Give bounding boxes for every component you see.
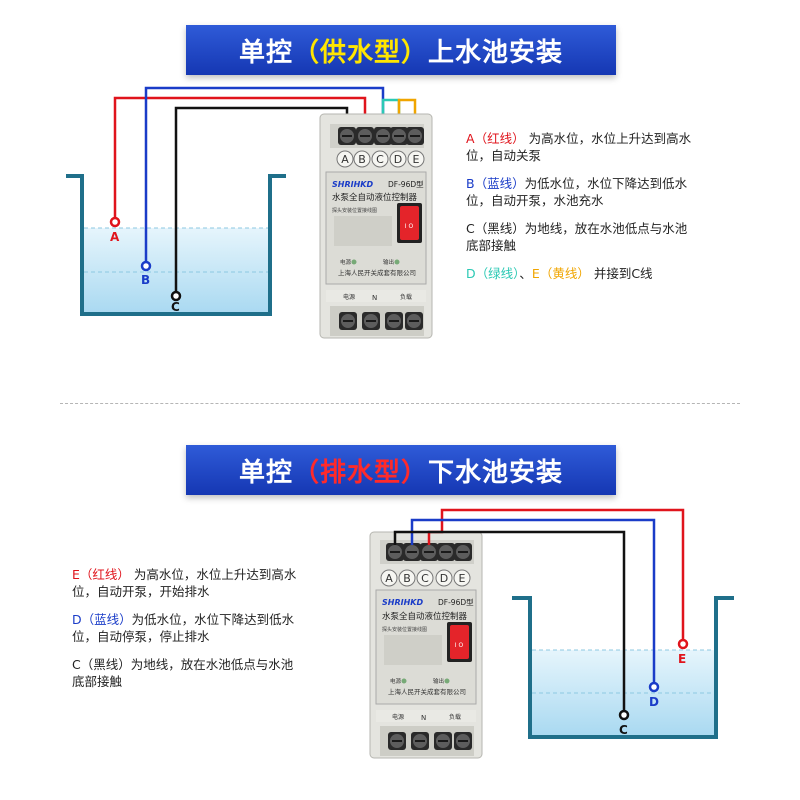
bottom-maker: 上海人民开关成套有限公司 (388, 687, 466, 696)
top-bottom-power: 电源 (343, 293, 355, 301)
top-terminal-d: D (394, 153, 402, 166)
bottom-device-sub: 探头安装位置接线图 (382, 626, 427, 633)
bottom-title-banner: 单控（排水型）下水池安装 (186, 445, 616, 495)
top-notes: A（红线） 为高水位，水位上升达到高水位，自动关泵 B（蓝线）为低水位，水位下降… (466, 130, 756, 293)
top-probe-b (140, 260, 152, 272)
bottom-probe-label-e: E (678, 652, 686, 666)
top-terminal-b: B (358, 153, 366, 166)
bottom-bottom-n: N (421, 714, 426, 722)
top-terminal-e: E (413, 153, 420, 166)
top-power-switch (400, 206, 419, 240)
top-title-highlight: （供水型） (292, 37, 428, 68)
bottom-controller-device: A B C D E SHRIHKD DF-96D型 水泵全自动液位控制器 探头安… (369, 531, 483, 759)
bottom-note-c: C（黑线）为地线，放在水池低点与水池底部接触 (72, 657, 294, 689)
top-tank-wall (66, 174, 286, 316)
bottom-probe-d (648, 681, 660, 693)
top-probe-label-c: C (171, 300, 180, 314)
top-led-power: 电源 (340, 258, 352, 266)
bottom-note-d: D（蓝线）为低水位，水位下降达到低水位，自动停泵，停止排水 (72, 612, 295, 644)
bottom-terminal-a: A (385, 572, 393, 585)
top-brand: SHRIHKD (332, 180, 373, 189)
bottom-probe-label-c: C (619, 723, 628, 737)
section-divider (60, 403, 740, 404)
bottom-terminal-d: D (440, 572, 448, 585)
bottom-tank-wall (512, 596, 734, 739)
bottom-wires: E D C (393, 508, 689, 737)
bottom-bottom-load: 负载 (449, 713, 461, 721)
top-title-banner: 单控（供水型）上水池安装 (186, 25, 616, 75)
top-title-post: 上水池安装 (428, 37, 564, 68)
bottom-title-highlight: （排水型） (292, 457, 428, 488)
bottom-led-power: 电源 (390, 677, 402, 685)
bottom-note-e: E（红线） 为高水位，水位上升达到高水位，自动开泵，开始排水 (72, 567, 297, 599)
top-maker: 上海人民开关成套有限公司 (338, 268, 416, 277)
bottom-terminal-b: B (403, 572, 411, 585)
bottom-title-pre: 单控 (238, 457, 293, 488)
top-device-name: 水泵全自动液位控制器 (332, 192, 418, 203)
bottom-brand: SHRIHKD (382, 598, 423, 607)
top-wire-a-red (113, 96, 367, 222)
top-probe-label-b: B (141, 273, 150, 287)
top-device-sub: 探头安装位置接线图 (332, 207, 377, 214)
bottom-led-output: 输出 (433, 677, 444, 685)
top-probe-label-a: A (110, 230, 120, 244)
bottom-wire-c-black (393, 530, 626, 712)
top-note-de: D（绿线）、E（黄线） 并接到C线 (466, 266, 653, 281)
svg-text:I O: I O (455, 642, 464, 649)
bottom-model: DF-96D型 (438, 598, 474, 607)
top-terminal-c: C (376, 153, 384, 166)
top-bottom-n: N (372, 294, 377, 302)
bottom-notes: E（红线） 为高水位，水位上升达到高水位，自动开泵，开始排水 D（蓝线）为低水位… (72, 566, 362, 701)
bottom-terminal-e: E (459, 572, 466, 585)
bottom-probe-e (677, 638, 689, 650)
top-title-pre: 单控 (238, 37, 293, 68)
bottom-bottom-power: 电源 (392, 713, 404, 721)
top-note-a: A（红线） 为高水位，水位上升达到高水位，自动关泵 (466, 131, 692, 163)
top-bottom-load: 负载 (400, 293, 412, 301)
top-note-c: C（黑线）为地线，放在水池低点与水池底部接触 (466, 221, 688, 253)
bottom-probe-c (618, 709, 630, 721)
bottom-title-post: 下水池安装 (428, 457, 564, 488)
bottom-power-switch (450, 625, 469, 659)
svg-text:I O: I O (405, 223, 414, 230)
bottom-terminal-c: C (421, 572, 429, 585)
top-probe-a (109, 216, 121, 228)
top-probe-c (170, 290, 182, 302)
top-note-b: B（蓝线）为低水位，水位下降达到低水位，自动开泵，水池充水 (466, 176, 688, 208)
top-terminal-a: A (341, 153, 349, 166)
bottom-device-name: 水泵全自动液位控制器 (382, 611, 468, 622)
bottom-probe-label-d: D (649, 695, 659, 709)
top-controller-device: A B C D E SHRIHKD DF-96D型 水泵全自动液位控制器 探头安… (319, 113, 433, 339)
top-led-output: 输出 (383, 258, 394, 266)
top-model: DF-96D型 (388, 180, 424, 189)
